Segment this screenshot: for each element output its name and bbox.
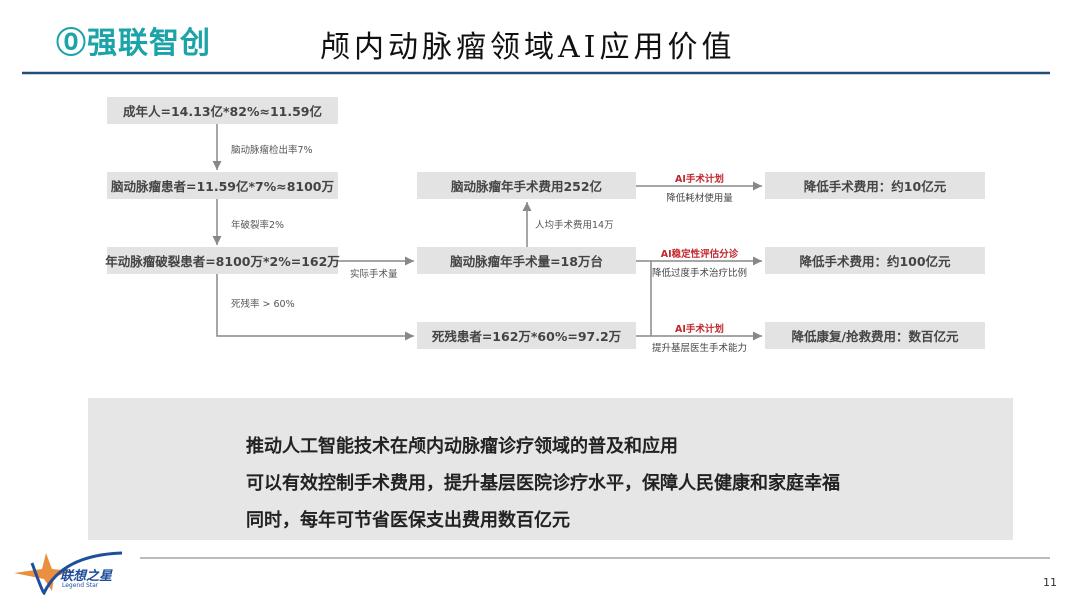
- adult-box: 成年人=14.13亿*82%≈11.59亿: [107, 97, 338, 124]
- summary-line-3: 同时，每年可节省医保支出费用数百亿元: [246, 510, 570, 531]
- death-label: 死残率 > 60%: [231, 299, 295, 310]
- per-cost-label: 人均手术费用14万: [535, 220, 614, 231]
- company-logo: ⓪强联智创: [56, 26, 211, 61]
- legend-star-logo: 联想之星 Legend Star: [12, 545, 132, 596]
- ai-desc-1: 降低耗材使用量: [666, 193, 733, 204]
- ai-desc-3: 提升基层医生手术能力: [651, 343, 747, 354]
- summary-line-2: 可以有效控制手术费用，提升基层医院诊疗水平，保障人民健康和家庭幸福: [246, 473, 840, 494]
- actual-label: 实际手术量: [350, 269, 398, 280]
- rupture-label: 年破裂率2%: [231, 220, 285, 231]
- saving-box-2: 降低手术费用：约100亿元: [765, 247, 985, 274]
- ai-title-3: AI手术计划: [675, 324, 724, 335]
- arrow-death: [216, 274, 414, 341]
- summary-line-1: 推动人工智能技术在颅内动脉瘤诊疗领域的普及和应用: [246, 436, 678, 457]
- detect-label: 脑动脉瘤检出率7%: [231, 145, 313, 156]
- page-number: 11: [1043, 576, 1057, 589]
- logo-icon: ⓪: [56, 26, 87, 61]
- page-title: 颅内动脉瘤领域AI应用价值: [320, 30, 736, 65]
- star-icon: [14, 551, 123, 596]
- ai-desc-2: 降低过度手术治疗比例: [651, 268, 747, 279]
- surgery-box: 脑动脉瘤年手术量=18万台: [417, 247, 636, 274]
- patients-box: 脑动脉瘤患者=11.59亿*7%≈8100万: [107, 172, 338, 199]
- summary-panel: 推动人工智能技术在颅内动脉瘤诊疗领域的普及和应用 可以有效控制手术费用，提升基层…: [88, 398, 1013, 540]
- rupture-box: 年动脉瘤破裂患者=8100万*2%=162万: [105, 247, 340, 274]
- saving-box-1: 降低手术费用：约10亿元: [765, 172, 985, 199]
- cost-box: 脑动脉瘤年手术费用252亿: [417, 172, 636, 199]
- death-box: 死残患者=162万*60%=97.2万: [417, 322, 636, 349]
- ai-title-2: AI稳定性评估分诊: [660, 249, 739, 260]
- ai-title-1: AI手术计划: [675, 174, 724, 185]
- saving-box-3: 降低康复/抢救费用：数百亿元: [765, 322, 985, 349]
